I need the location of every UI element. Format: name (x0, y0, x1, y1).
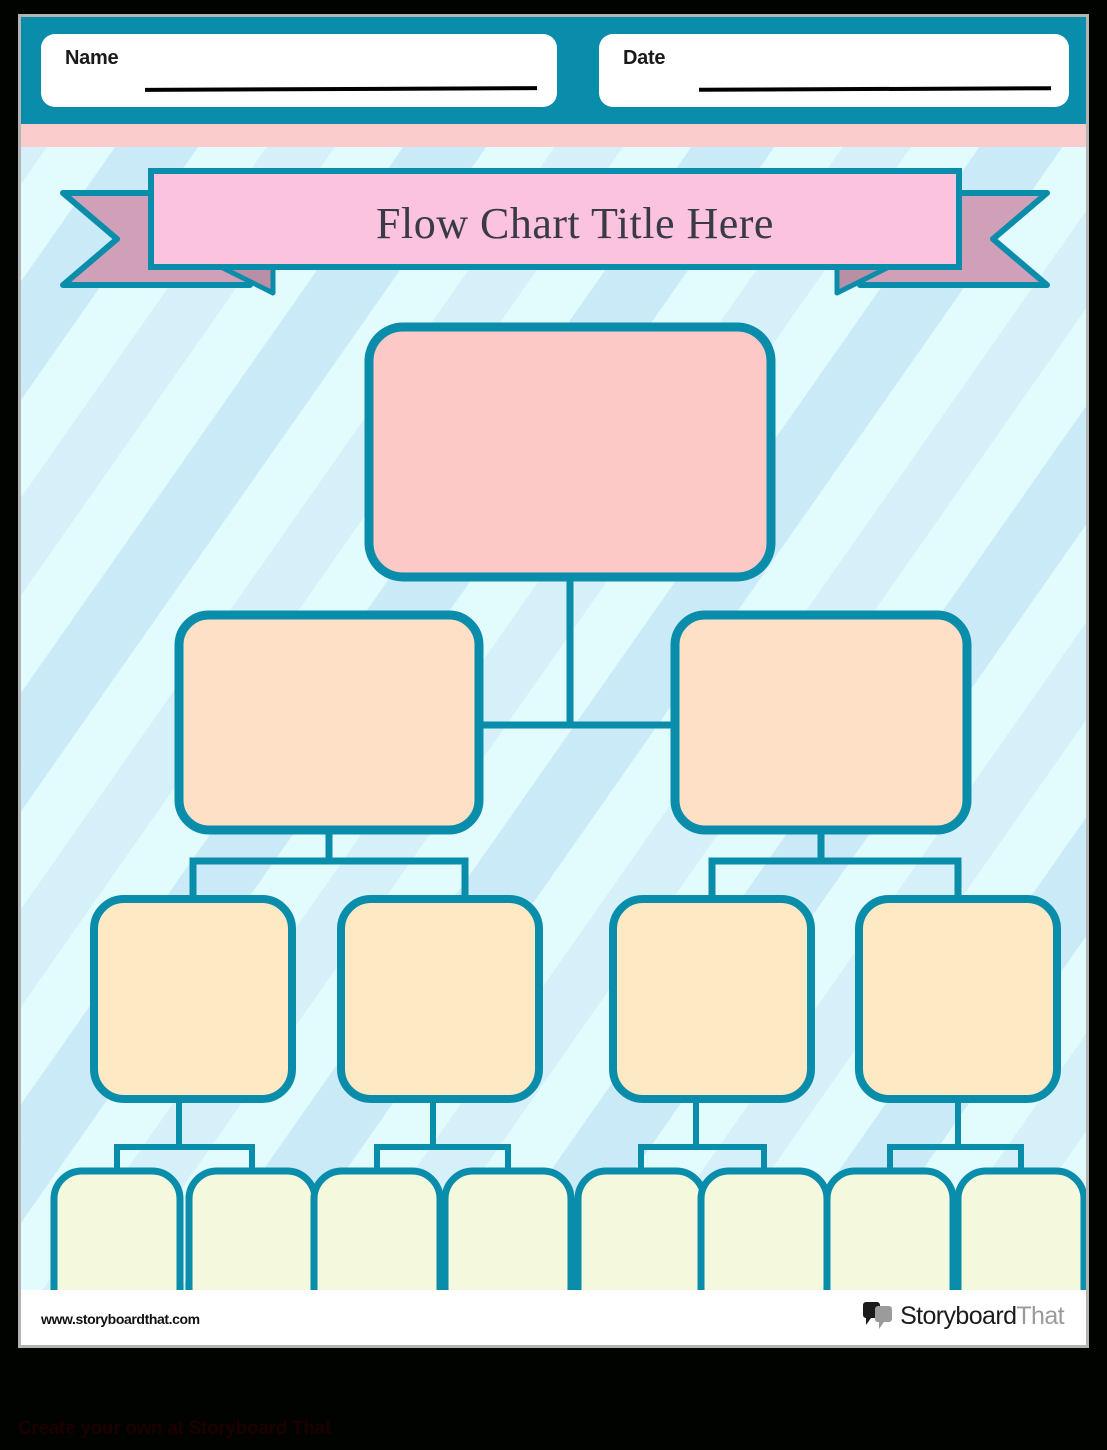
footer-url[interactable]: www.storyboardthat.com (41, 1311, 200, 1327)
flow-node-level2-1 (174, 610, 484, 835)
storyboardthat-logo[interactable]: Storyboard That (862, 1302, 1065, 1331)
flow-node-level3-2 (337, 895, 543, 1103)
connector-group-level1-2 (475, 573, 679, 729)
worksheet-page: Name Date (18, 14, 1089, 1348)
flow-node-level3-1 (90, 895, 296, 1103)
flow-node-level4-2 (185, 1167, 319, 1290)
flow-chart (21, 147, 1086, 1290)
date-label: Date (623, 47, 666, 69)
flow-node-level3-4 (855, 895, 1061, 1103)
flow-node-level4-3 (310, 1167, 444, 1290)
date-field[interactable]: Date (599, 34, 1069, 107)
speech-bubbles-icon (863, 1302, 893, 1329)
page-inner: Name Date (21, 17, 1086, 1345)
connector-group-level2-3 (189, 826, 962, 903)
name-field[interactable]: Name (41, 34, 557, 107)
name-label: Name (65, 47, 119, 69)
header-bar: Name Date (21, 17, 1086, 124)
date-write-line[interactable] (698, 86, 1052, 92)
tagline: Create your own at Storyboard That (18, 1418, 331, 1439)
brand-name-primary: Storyboard (900, 1302, 1017, 1330)
flow-node-level4-8 (954, 1167, 1086, 1290)
ribbon-shape (60, 168, 1050, 296)
footer: www.storyboardthat.com Storyboard That (21, 1290, 1086, 1345)
flow-node-level4-4 (441, 1167, 575, 1290)
ribbon-front-panel (148, 168, 962, 270)
flow-node-level4-6 (697, 1167, 831, 1290)
flow-node-level1-1 (364, 322, 776, 582)
flow-node-level4-7 (823, 1167, 957, 1290)
connector-group-level3-4 (114, 1096, 1024, 1174)
flow-node-level4-1 (50, 1167, 184, 1290)
name-write-line[interactable] (144, 86, 538, 92)
brand-name-secondary: That (1016, 1302, 1064, 1330)
flow-chart-canvas (50, 322, 1086, 1290)
flow-node-level4-5 (574, 1167, 708, 1290)
worksheet-canvas: Flow Chart Title Here (21, 147, 1086, 1290)
flow-node-level3-3 (609, 895, 815, 1103)
flow-node-level2-2 (670, 610, 972, 835)
pink-divider-strip (21, 124, 1086, 147)
